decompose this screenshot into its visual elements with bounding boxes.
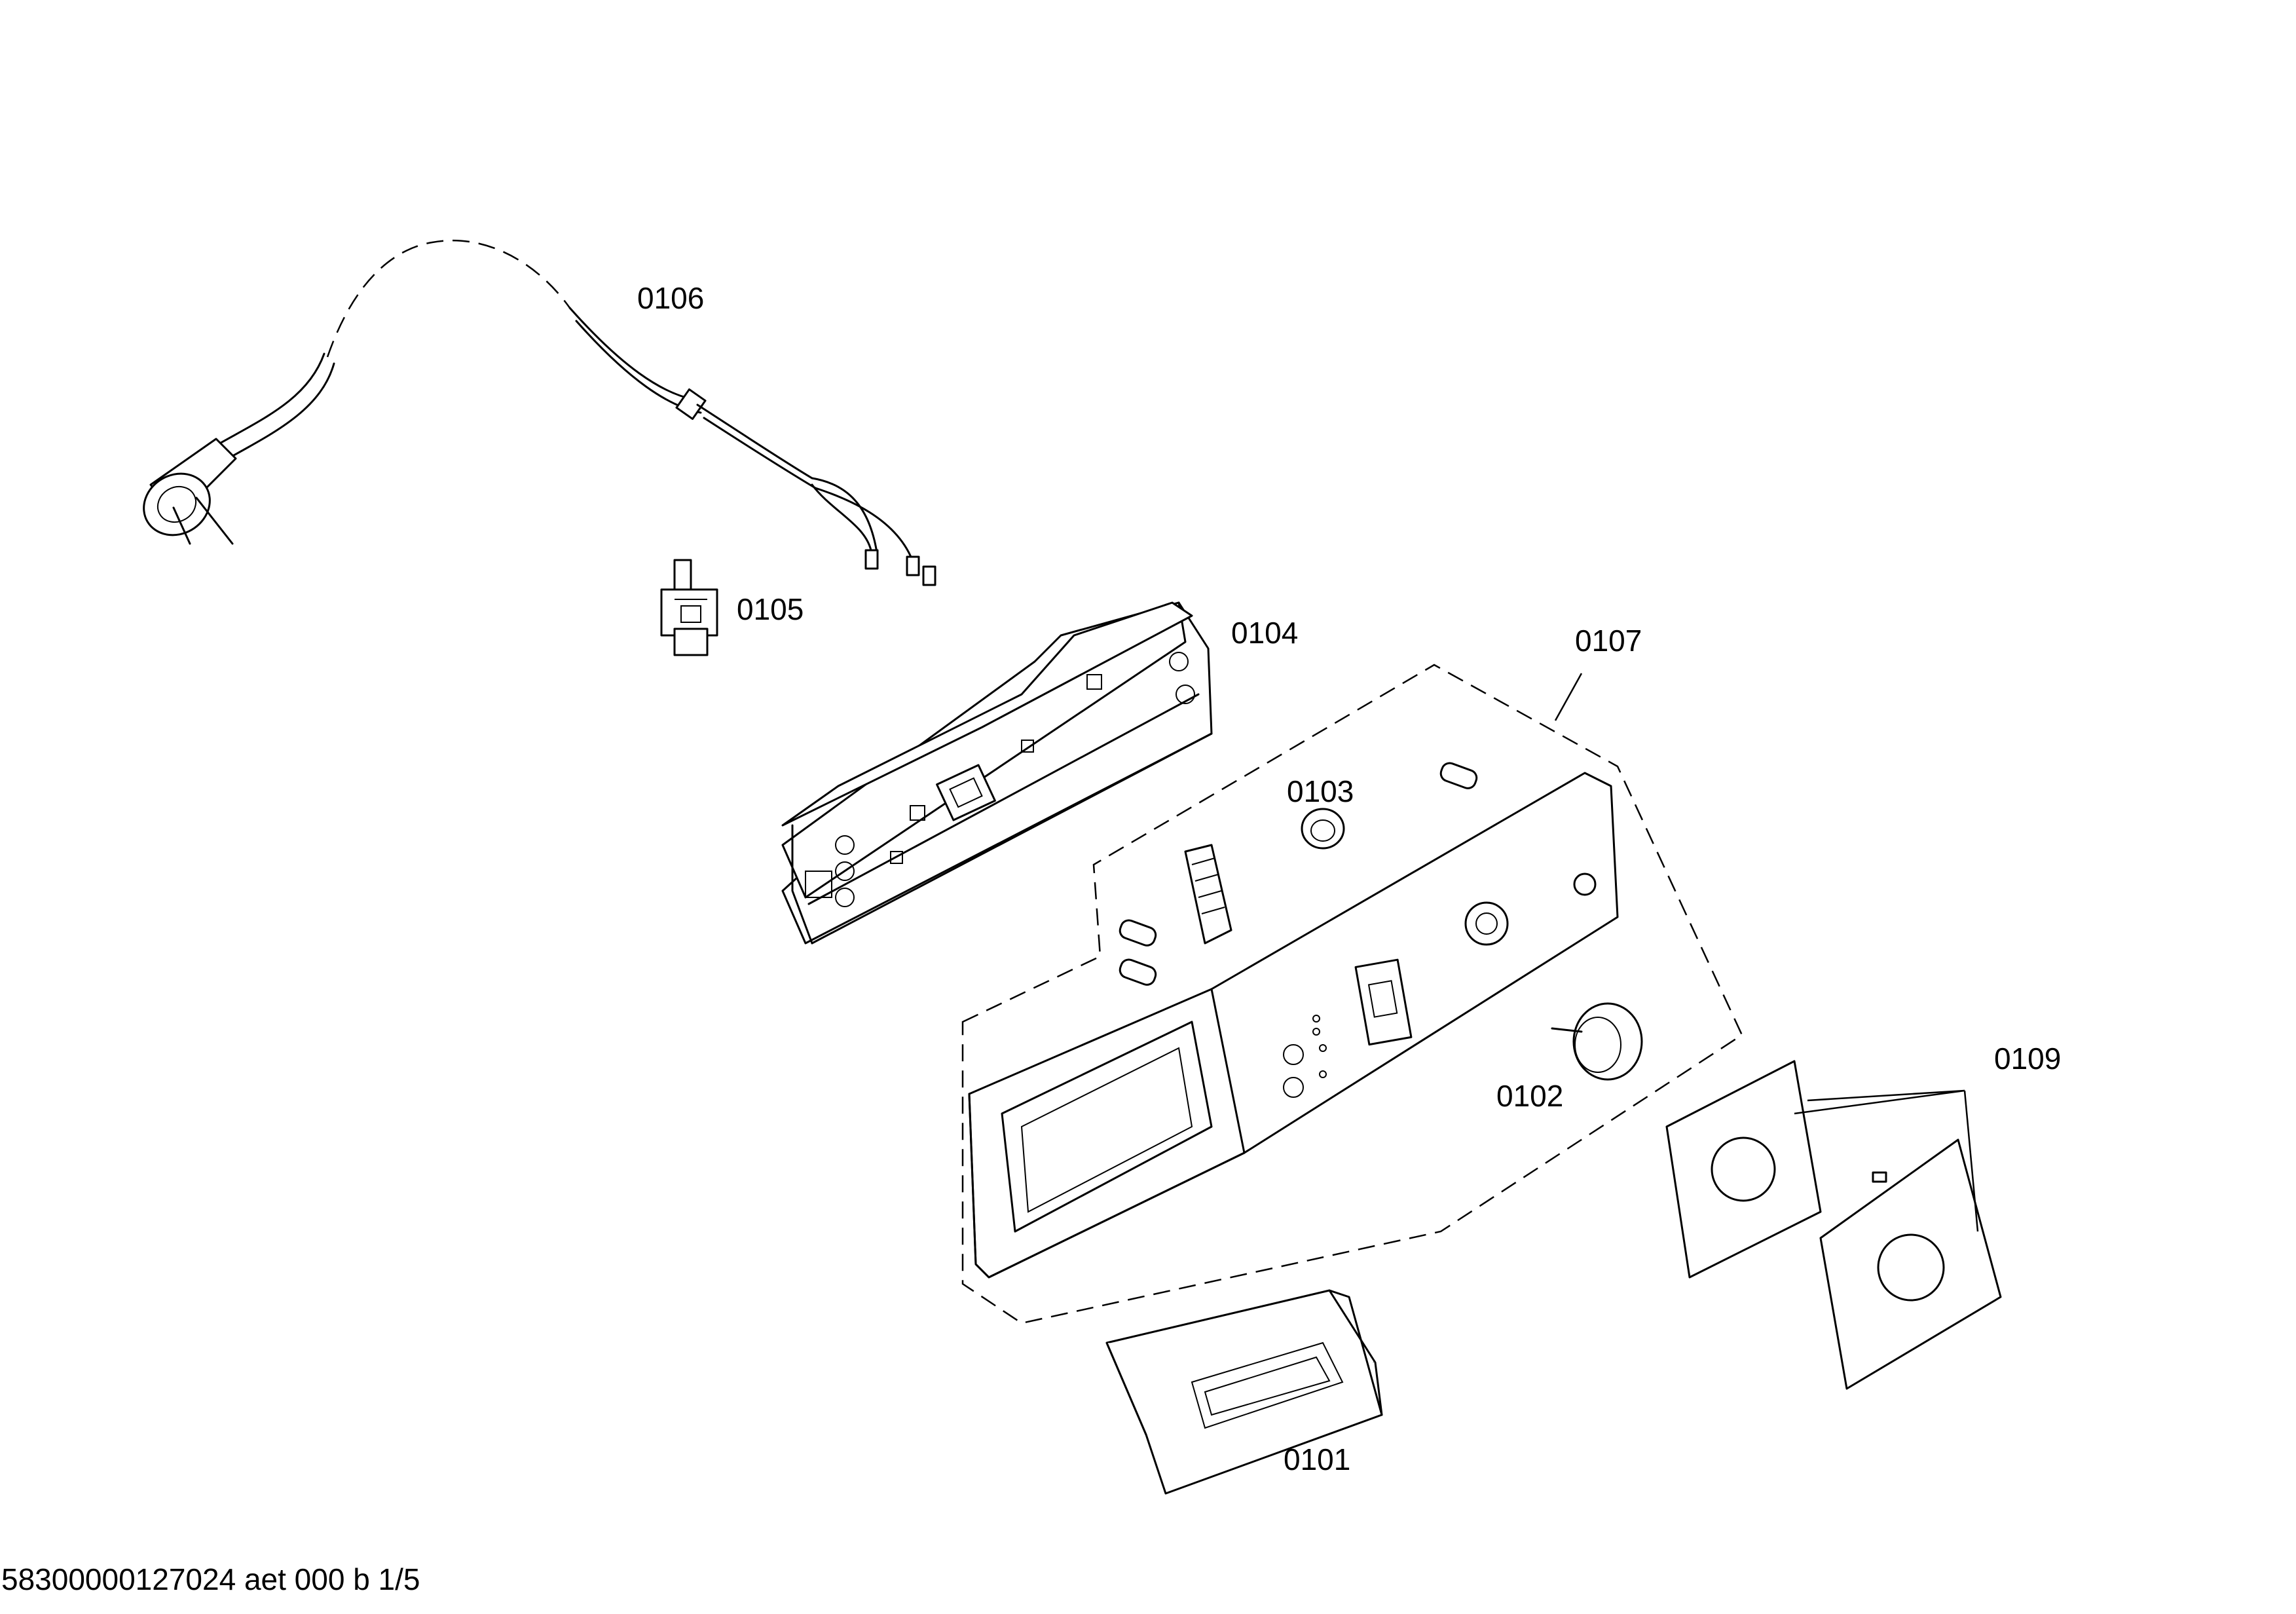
mains-cable-drawing [143, 239, 936, 586]
leader-lines [1554, 673, 1979, 1232]
label-0109: 0109 [1994, 1042, 2062, 1076]
drawer-handle-drawing [1105, 1289, 1383, 1495]
drawing-footer-code: 58300000127024 aet 000 b 1/5 [1, 1562, 420, 1596]
control-module-drawing [781, 601, 1213, 945]
decor-plates-drawing [1665, 1060, 2002, 1390]
label-0107: 0107 [1575, 624, 1642, 658]
suppressor-drawing [660, 559, 718, 656]
knob-holder-drawing [1301, 808, 1345, 850]
fascia-group-outline [961, 664, 1743, 1324]
fascia-drawing [968, 772, 1619, 1279]
label-0102: 0102 [1496, 1079, 1564, 1113]
label-0103: 0103 [1287, 774, 1354, 808]
label-0105: 0105 [737, 592, 804, 626]
label-0106: 0106 [637, 281, 705, 315]
pins-drawing [1119, 762, 1478, 986]
label-0104: 0104 [1231, 616, 1299, 650]
label-0101: 0101 [1284, 1442, 1351, 1476]
program-knob-drawing [1551, 1002, 1643, 1081]
